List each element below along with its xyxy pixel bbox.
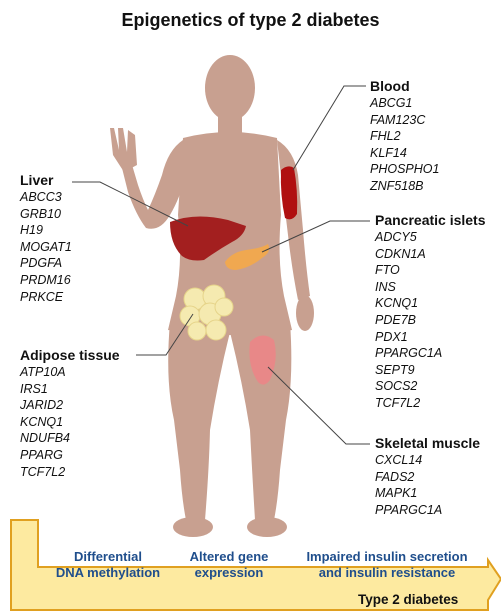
liver-gene-group: Liver ABCC3 GRB10 H19 MOGAT1 PDGFA PRDM1… bbox=[20, 172, 72, 305]
gene-label: FAM123C bbox=[370, 112, 439, 129]
gene-label: ATP10A bbox=[20, 364, 120, 381]
gene-label: FTO bbox=[375, 262, 486, 279]
gene-label: SOCS2 bbox=[375, 378, 486, 395]
adipose-tissue-gene-group: Adipose tissue ATP10A IRS1 JARID2 KCNQ1 … bbox=[20, 347, 120, 480]
gene-label: ABCC3 bbox=[20, 189, 72, 206]
gene-label: KLF14 bbox=[370, 145, 439, 162]
gene-label: KCNQ1 bbox=[375, 295, 486, 312]
gene-label: PRKCE bbox=[20, 289, 72, 306]
gene-label: ZNF518B bbox=[370, 178, 439, 195]
step-impaired-insulin: Impaired insulin secretion and insulin r… bbox=[282, 549, 492, 581]
gene-label: FHL2 bbox=[370, 128, 439, 145]
gene-label: INS bbox=[375, 279, 486, 296]
gene-label: GRB10 bbox=[20, 206, 72, 223]
gene-label: PDX1 bbox=[375, 329, 486, 346]
adipose-tissue-label: Adipose tissue bbox=[20, 347, 120, 364]
skeletal-muscle-gene-group: Skeletal muscle CXCL14 FADS2 MAPK1 PPARG… bbox=[375, 435, 480, 518]
pancreatic-islets-label: Pancreatic islets bbox=[375, 212, 486, 229]
gene-label: NDUFB4 bbox=[20, 430, 120, 447]
step-line: expression bbox=[176, 565, 282, 581]
step-line: and insulin resistance bbox=[282, 565, 492, 581]
blood-gene-group: Blood ABCG1 FAM123C FHL2 KLF14 PHOSPHO1 … bbox=[370, 78, 439, 195]
gene-label: H19 bbox=[20, 222, 72, 239]
step-line: DNA methylation bbox=[40, 565, 176, 581]
gene-label: ABCG1 bbox=[370, 95, 439, 112]
gene-label: PPARGC1A bbox=[375, 345, 486, 362]
gene-label: MAPK1 bbox=[375, 485, 480, 502]
gene-label: ADCY5 bbox=[375, 229, 486, 246]
gene-label: TCF7L2 bbox=[375, 395, 486, 412]
gene-label: FADS2 bbox=[375, 469, 480, 486]
step-line: Differential bbox=[40, 549, 176, 565]
skeletal-muscle-label: Skeletal muscle bbox=[375, 435, 480, 452]
blood-label: Blood bbox=[370, 78, 439, 95]
outcome-label: Type 2 diabetes bbox=[358, 592, 458, 607]
step-altered-expression: Altered gene expression bbox=[176, 549, 282, 581]
gene-label: PPARGC1A bbox=[375, 502, 480, 519]
gene-label: TCF7L2 bbox=[20, 464, 120, 481]
blood-vessel-organ bbox=[281, 166, 297, 219]
gene-label: IRS1 bbox=[20, 381, 120, 398]
gene-label: PRDM16 bbox=[20, 272, 72, 289]
blood-leader-line bbox=[293, 86, 366, 170]
step-line: Altered gene bbox=[176, 549, 282, 565]
adipose-tissue-cells bbox=[180, 285, 233, 340]
gene-label: CXCL14 bbox=[375, 452, 480, 469]
gene-label: JARID2 bbox=[20, 397, 120, 414]
liver-label: Liver bbox=[20, 172, 72, 189]
gene-label: KCNQ1 bbox=[20, 414, 120, 431]
gene-label: MOGAT1 bbox=[20, 239, 72, 256]
step-differential-methylation: Differential DNA methylation bbox=[40, 549, 176, 581]
gene-label: PDE7B bbox=[375, 312, 486, 329]
gene-label: CDKN1A bbox=[375, 246, 486, 263]
gene-label: SEPT9 bbox=[375, 362, 486, 379]
gene-label: PHOSPHO1 bbox=[370, 161, 439, 178]
pancreatic-islets-gene-group: Pancreatic islets ADCY5 CDKN1A FTO INS K… bbox=[375, 212, 486, 412]
gene-label: PDGFA bbox=[20, 255, 72, 272]
gene-label: PPARG bbox=[20, 447, 120, 464]
step-line: Impaired insulin secretion bbox=[282, 549, 492, 565]
